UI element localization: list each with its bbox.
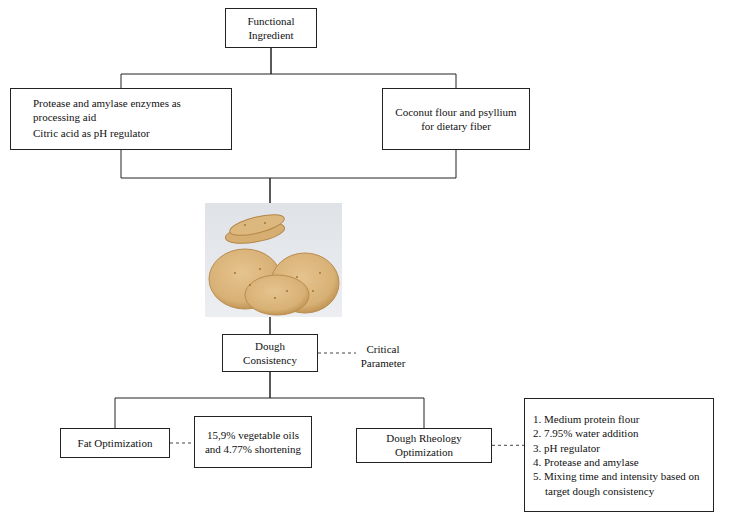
box-text: 15,9% vegetable oils and 4.77% shortenin… — [201, 428, 305, 457]
box-text: Dough Rheology Optimization — [363, 431, 485, 460]
note-box: 1. Medium protein flour2. 7.95% water ad… — [524, 398, 714, 512]
title-box: Functional Ingredient — [225, 8, 317, 48]
list-item: 2. 7.95% water addition — [533, 426, 638, 440]
dashed-connector — [492, 445, 524, 446]
bullet-item: Protease and amylase enzymes as processi… — [33, 96, 223, 125]
process-box: Dough Consistency — [222, 334, 318, 372]
bullet-list: Protease and amylase enzymes as processi… — [19, 96, 223, 143]
list-item: 3. pH regulator — [533, 441, 600, 455]
box-text: Functional Ingredient — [232, 14, 310, 43]
note-box: 15,9% vegetable oils and 4.77% shortenin… — [194, 416, 312, 468]
annotation-label: Critical Parameter — [356, 342, 410, 371]
box-text: Coconut flour and psyllium for dietary f… — [389, 105, 523, 134]
ingredient-box: Coconut flour and psyllium for dietary f… — [382, 88, 530, 150]
dashed-connector — [170, 443, 194, 444]
tree-connector — [121, 48, 271, 88]
process-box: Fat Optimization — [60, 428, 170, 458]
leader-line — [318, 353, 356, 354]
list-item: 5. Mixing time and intensity based on ta… — [533, 469, 705, 498]
box-text: Dough Consistency — [229, 339, 311, 368]
list-item: 1. Medium protein flour — [533, 412, 639, 426]
list-item: 4. Protease and amylase — [533, 455, 639, 469]
tree-connector — [271, 48, 456, 88]
ingredient-box: Protease and amylase enzymes as processi… — [10, 88, 232, 150]
process-box: Dough Rheology Optimization — [356, 428, 492, 463]
cookie-photo — [205, 203, 342, 317]
bullet-item: Citric acid as pH regulator — [33, 126, 223, 140]
box-text: Fat Optimization — [78, 436, 153, 450]
